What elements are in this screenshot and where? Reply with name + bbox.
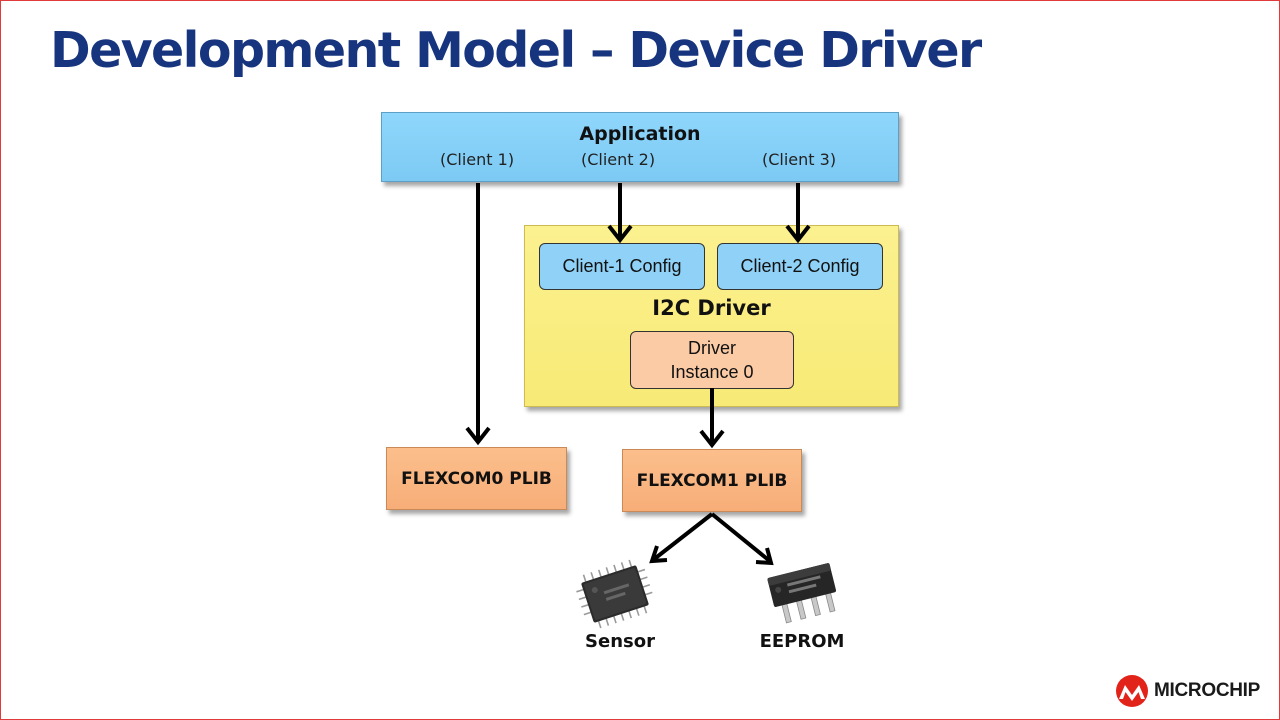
i2c-driver-title: I2C Driver	[652, 296, 771, 320]
arrow-flexcom1-to-sensor	[649, 512, 714, 564]
eeprom-label: EEPROM	[759, 631, 845, 652]
microchip-logo-text: MICROCHIP	[1154, 680, 1261, 701]
client-3-label: (Client 3)	[762, 150, 837, 169]
application-title: Application	[579, 123, 701, 145]
arrow-flexcom1-to-eeprom	[710, 512, 774, 566]
i2c-driver-box: Client-1 Config Client-2 Config I2C Driv…	[524, 225, 899, 407]
client-1-config-box: Client-1 Config	[539, 243, 705, 290]
sensor-chip-icon	[576, 559, 653, 629]
microchip-logo-icon	[1116, 675, 1148, 707]
client-1-label: (Client 1)	[440, 150, 515, 169]
flexcom1-plib-box: FLEXCOM1 PLIB	[622, 449, 802, 512]
driver-instance-box: Driver Instance 0	[630, 331, 794, 389]
driver-instance-line1: Driver	[688, 338, 736, 358]
arrow-client2-to-config1	[607, 183, 633, 244]
sensor-label: Sensor	[585, 631, 655, 652]
client-2-label: (Client 2)	[581, 150, 656, 169]
arrow-client3-to-config2	[785, 183, 811, 244]
slide-title: Development Model – Device Driver	[50, 22, 982, 79]
application-box: Application (Client 1) (Client 2) (Clien…	[381, 112, 899, 182]
client-2-config-box: Client-2 Config	[717, 243, 883, 290]
eeprom-chip-icon	[767, 563, 837, 624]
arrow-client1-to-flexcom0	[465, 183, 491, 446]
flexcom0-plib-box: FLEXCOM0 PLIB	[386, 447, 567, 510]
microchip-logo: MICROCHIP	[1114, 674, 1260, 708]
driver-instance-line2: Instance 0	[670, 362, 754, 382]
arrow-instance-to-flexcom1	[699, 388, 725, 449]
